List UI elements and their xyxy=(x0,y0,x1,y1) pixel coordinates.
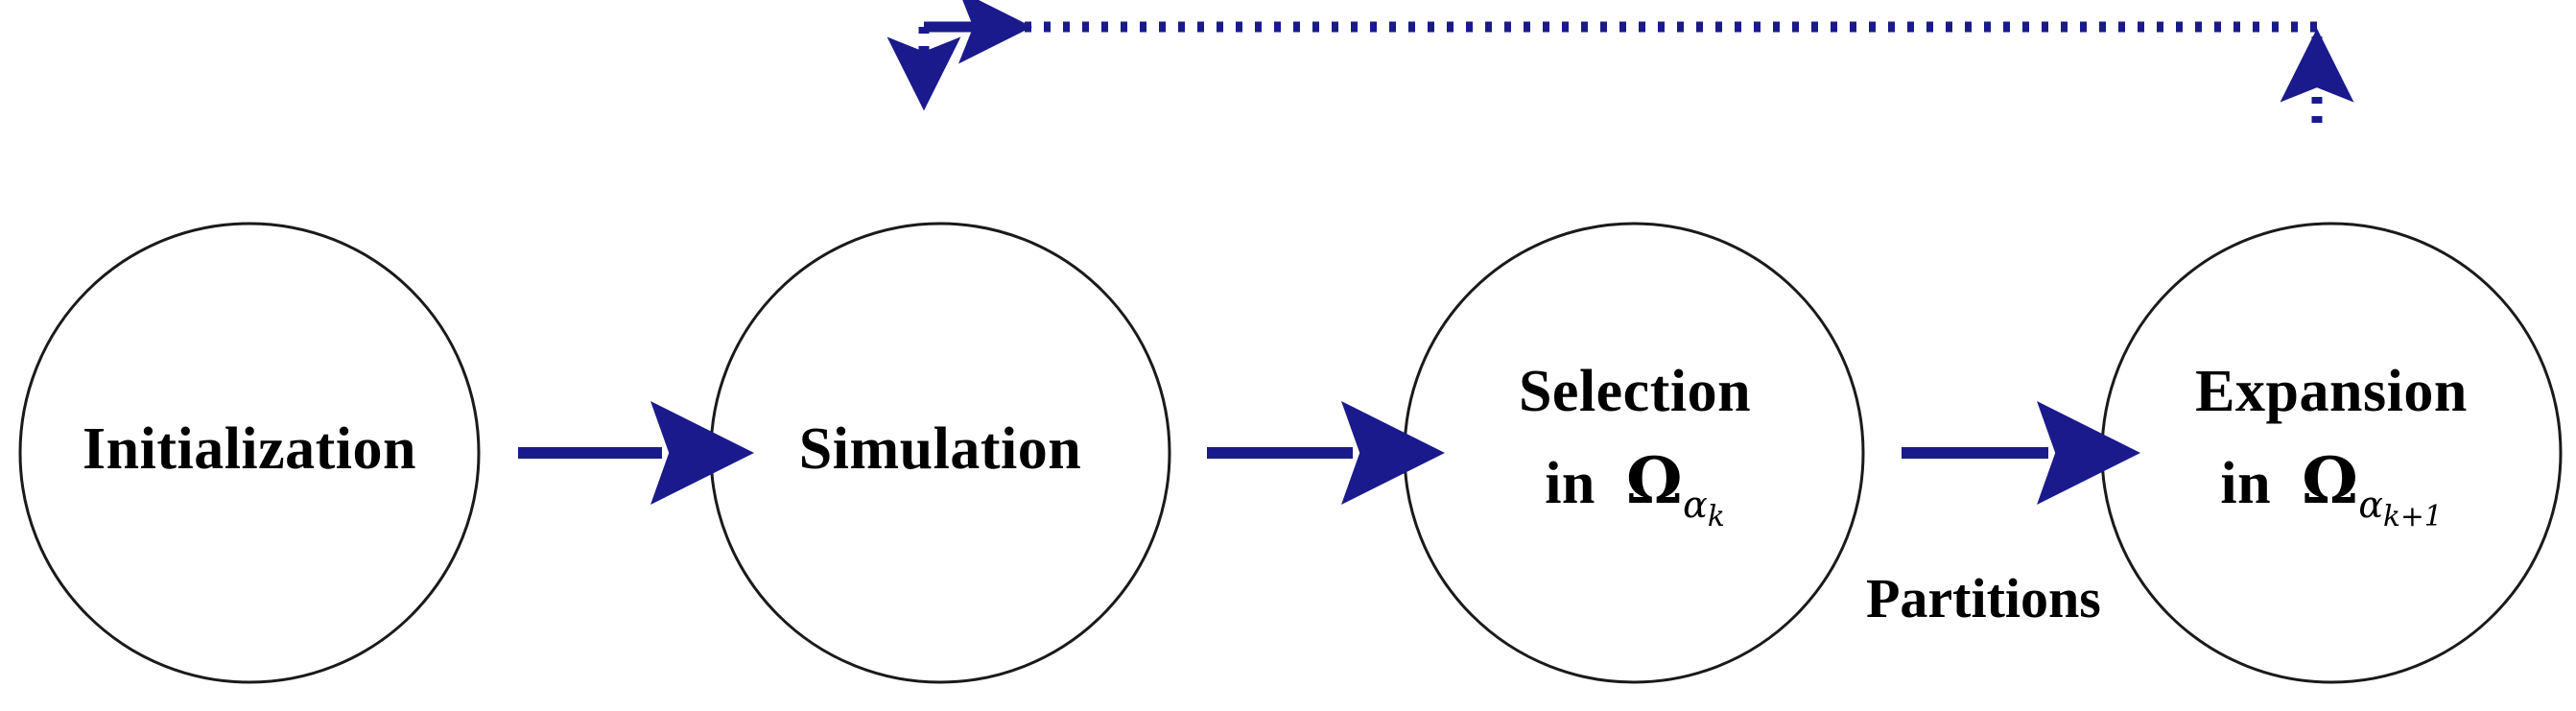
expansion-node-circle[interactable] xyxy=(2100,222,2563,684)
simulation-node-circle[interactable] xyxy=(709,222,1171,684)
selection-node-circle[interactable] xyxy=(1403,222,1865,684)
initialization-node-circle[interactable] xyxy=(18,222,481,684)
